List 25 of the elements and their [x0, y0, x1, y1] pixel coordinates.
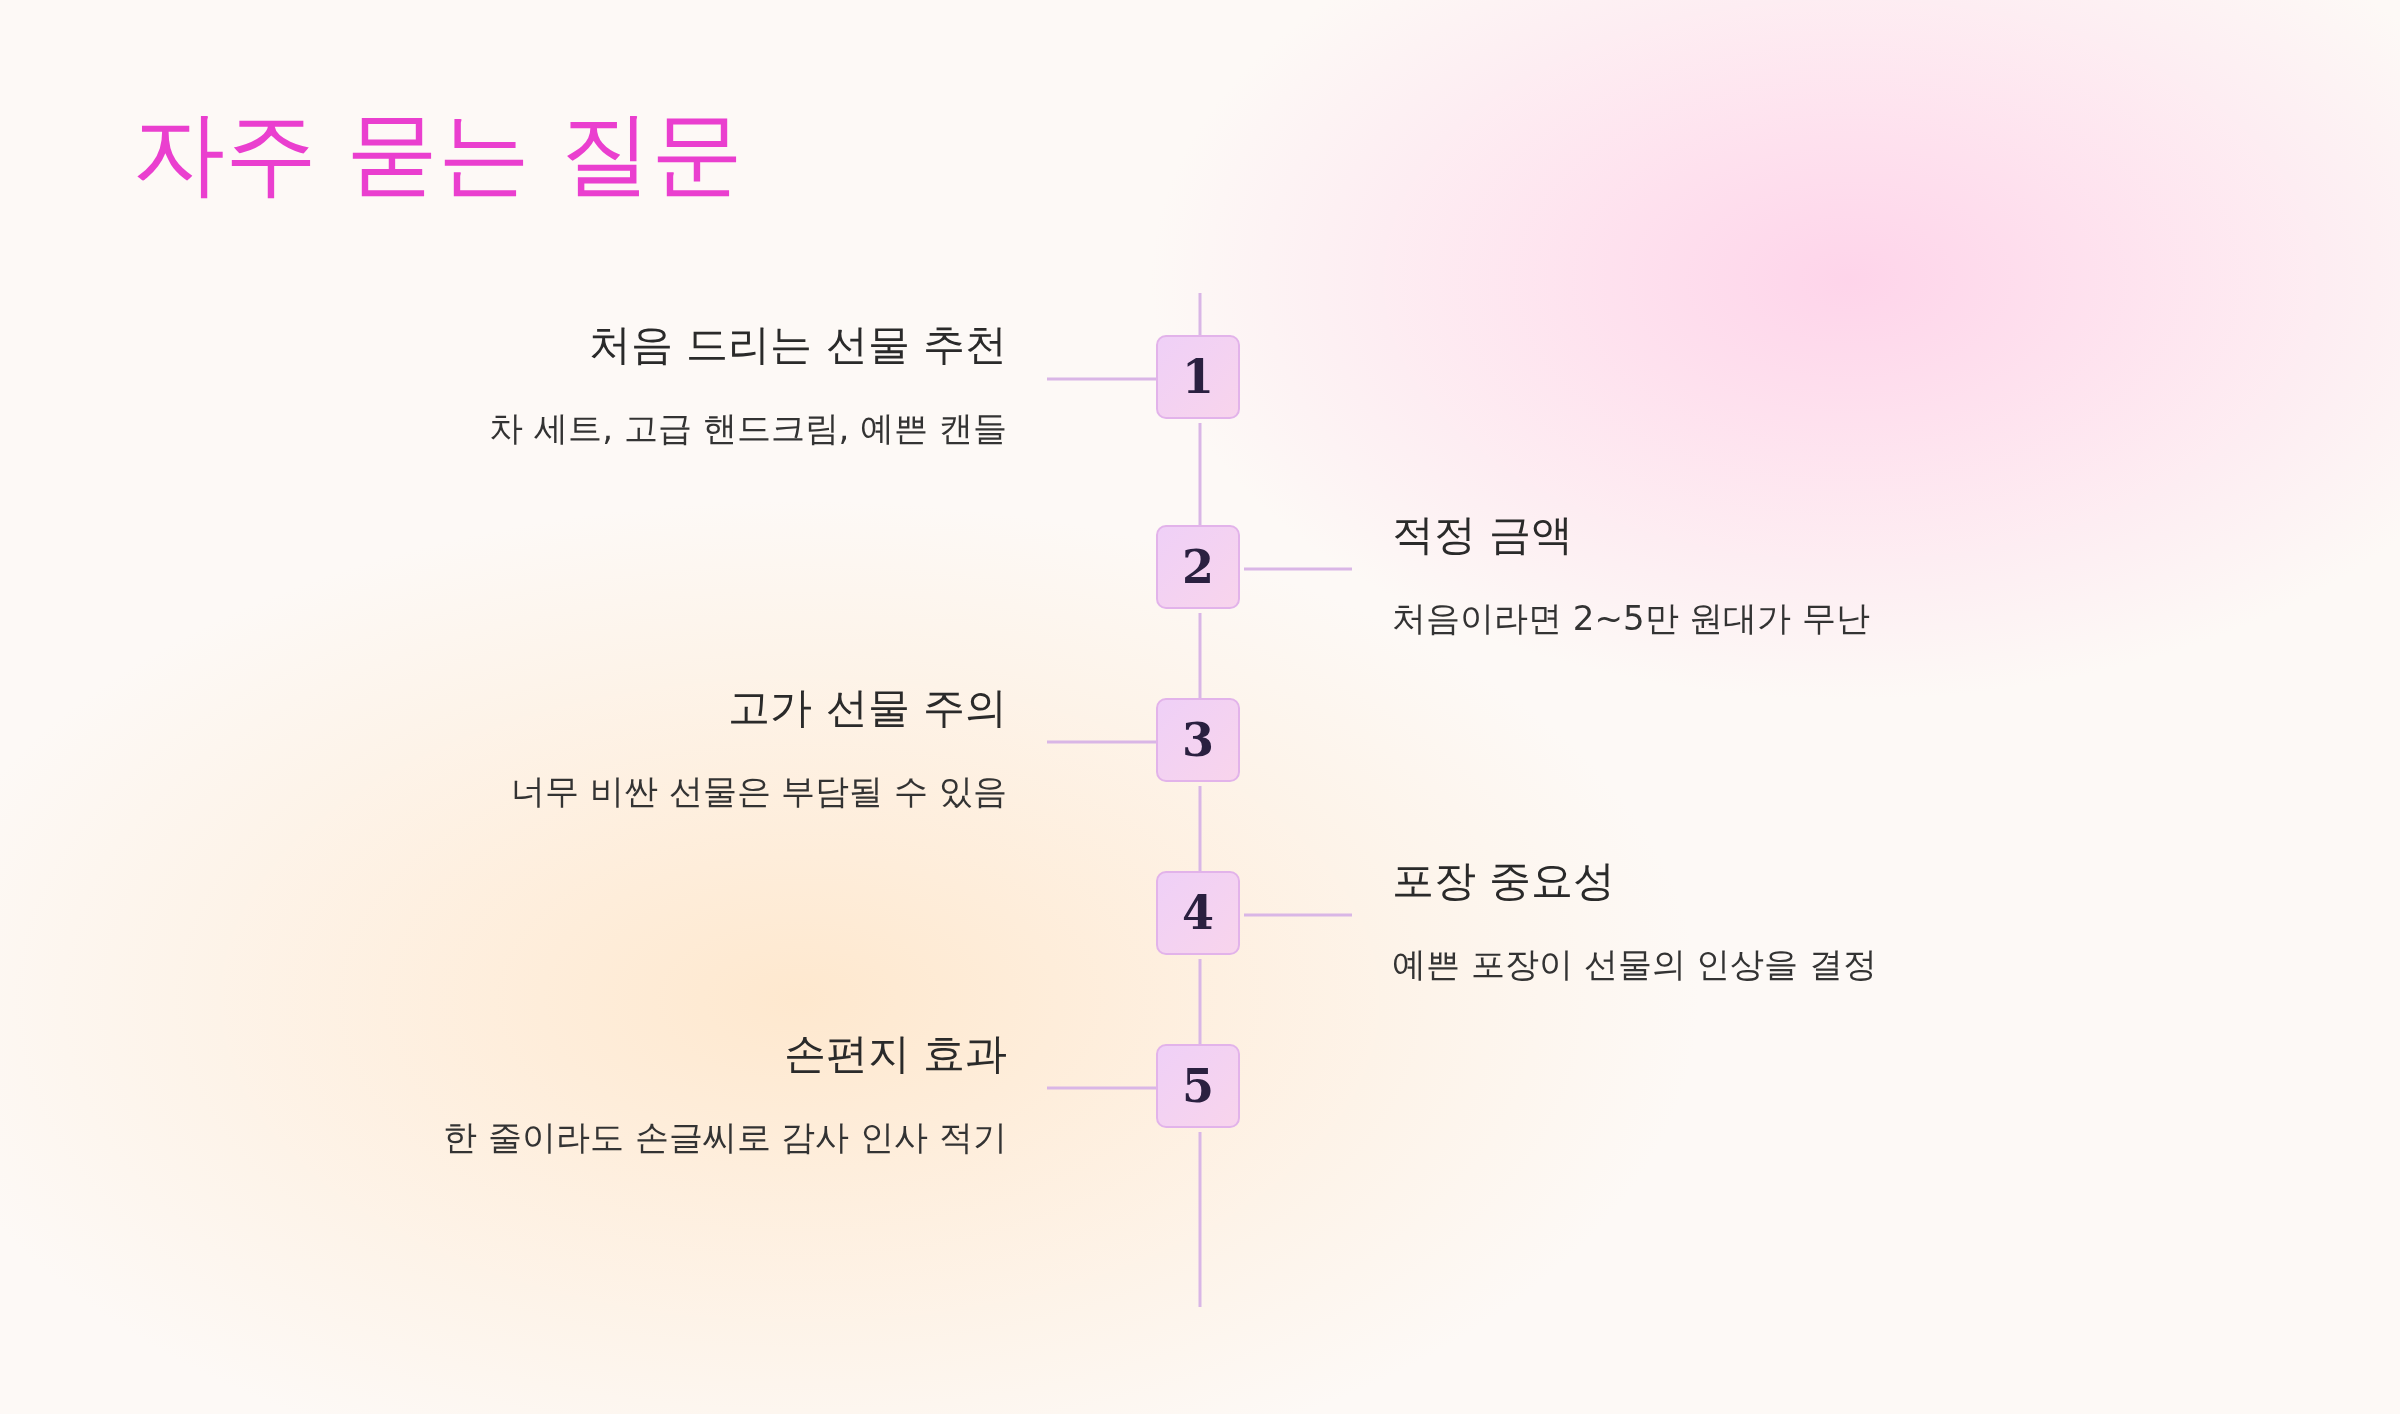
question-heading: 적정 금액 [1392, 509, 1574, 561]
connector-line [1198, 959, 1202, 1044]
title: 자주 묻는 질문 [133, 99, 744, 209]
step-number-box: 4 [1156, 871, 1240, 955]
answer-text: 너무 비싼 선물은 부담될 수 있음 [510, 770, 1007, 813]
step-number-box: 1 [1156, 335, 1240, 419]
connector-line [1244, 567, 1352, 571]
step-number-box: 5 [1156, 1044, 1240, 1128]
question-heading: 포장 중요성 [1392, 855, 1616, 907]
answer-text: 예쁜 포장이 선물의 인상을 결정 [1392, 943, 1878, 986]
connector-line [1198, 786, 1202, 871]
step-number-box: 2 [1156, 525, 1240, 609]
connector-line [1198, 613, 1202, 698]
question-heading: 처음 드리는 선물 추천 [588, 319, 1007, 371]
question-heading: 고가 선물 주의 [728, 682, 1007, 734]
connector-line [1047, 740, 1156, 744]
answer-text: 한 줄이라도 손글씨로 감사 인사 적기 [442, 1116, 1007, 1159]
answer-text: 처음이라면 2~5만 원대가 무난 [1392, 597, 1871, 640]
question-heading: 손편지 효과 [783, 1028, 1007, 1080]
answer-text: 차 세트, 고급 핸드크림, 예쁜 캔들 [489, 407, 1007, 450]
connector-line [1047, 377, 1156, 381]
connector-line [1047, 1086, 1156, 1090]
connector-line [1198, 423, 1202, 525]
step-number-box: 3 [1156, 698, 1240, 782]
connector-line [1244, 913, 1352, 917]
